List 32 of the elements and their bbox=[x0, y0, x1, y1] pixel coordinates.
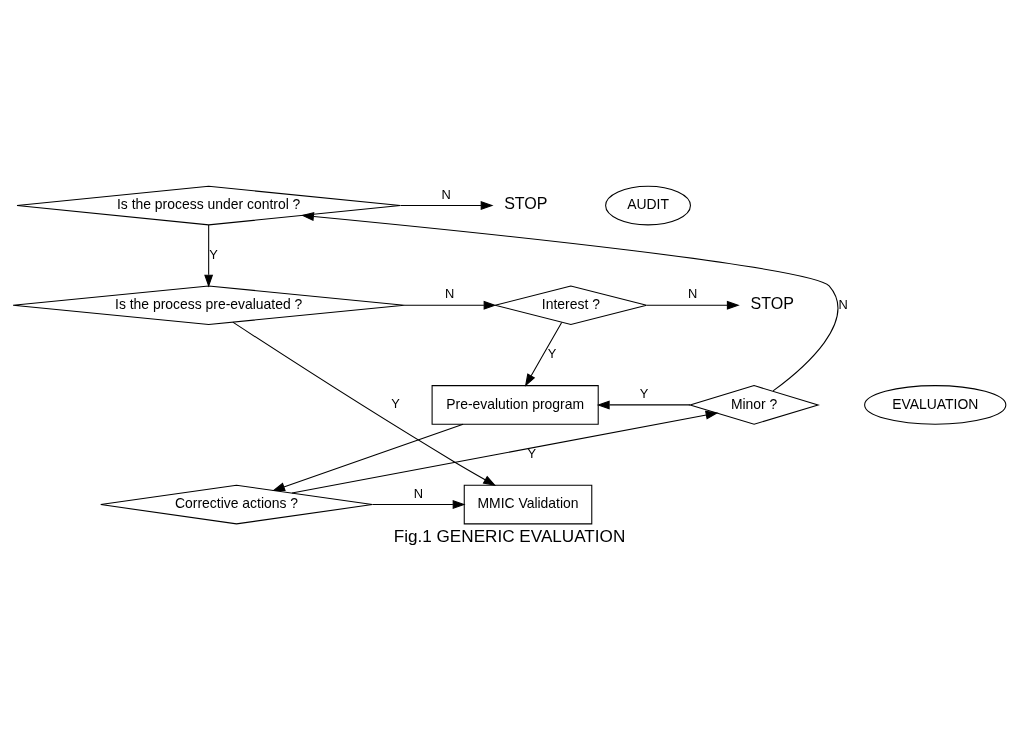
caption: Fig.1 GENERIC EVALUATION bbox=[393, 525, 626, 546]
node-text: STOP bbox=[504, 194, 548, 213]
edge-label: Y bbox=[391, 396, 400, 412]
arrow bbox=[272, 423, 464, 492]
arrow bbox=[646, 300, 740, 310]
arrow bbox=[596, 400, 691, 410]
arrow bbox=[524, 321, 563, 387]
edge-label: N bbox=[838, 296, 848, 312]
node-diamond: Is the process under control ? bbox=[16, 185, 401, 226]
node-box: MMIC Validation bbox=[463, 484, 593, 525]
arrow bbox=[291, 410, 719, 494]
arrow bbox=[301, 212, 839, 392]
arrow bbox=[371, 500, 466, 510]
edge-label: Y bbox=[209, 246, 218, 262]
edge-label: N bbox=[687, 286, 698, 302]
edge-label: N bbox=[444, 286, 455, 302]
edge-label: N bbox=[413, 485, 423, 501]
edge-label: N bbox=[441, 186, 451, 202]
node-diamond: Interest ? bbox=[494, 285, 648, 326]
arrow bbox=[232, 321, 497, 486]
node-diamond: Minor ? bbox=[688, 385, 820, 425]
edge-label: Y bbox=[639, 386, 649, 402]
arrow bbox=[399, 201, 494, 211]
node-diamond: Is the process pre-evaluated ? bbox=[12, 285, 405, 326]
edge-label: Y bbox=[527, 446, 537, 462]
node-ellipse: AUDIT bbox=[605, 185, 691, 226]
node-ellipse: EVALUATION bbox=[864, 385, 1007, 425]
edge-label: Y bbox=[547, 346, 557, 362]
arrow bbox=[403, 300, 497, 310]
node-text: STOP bbox=[750, 293, 795, 312]
arrow bbox=[204, 224, 214, 288]
node-box: Pre-evalution program bbox=[431, 385, 599, 425]
